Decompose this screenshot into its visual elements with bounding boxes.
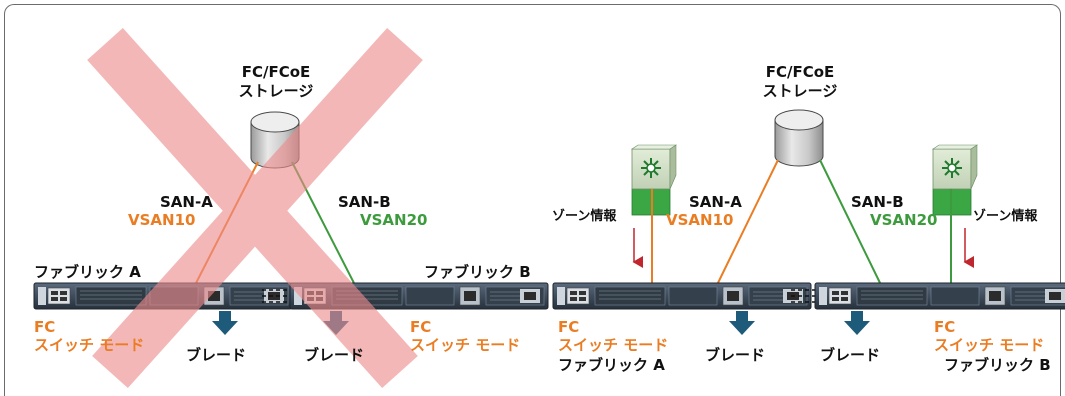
right-blade-a-arrow-icon [729,311,755,335]
left-interconnect [262,289,290,303]
right-interconnect [791,289,815,303]
left-vsan20-label: VSAN20 [360,211,428,229]
right-storage-label-line2: ストレージ [762,82,838,100]
right-mode-a-line2: スイッチ モード [558,336,669,354]
left-san-a-label: SAN-A [160,193,213,211]
left-mode-a-line1: FC [34,318,56,336]
left-blade-a-arrow-icon [212,311,238,335]
right-mode-b-line1: FC [934,318,956,336]
right-san-a-link [715,159,779,288]
left-cross-mark-icon [87,27,423,389]
right-fabric-a-label: ファブリック A [558,356,665,374]
right-storage-icon [774,109,824,167]
right-san-b-label: SAN-B [851,193,904,211]
left-mode-b-line1: FC [410,318,432,336]
left-vsan10-label: VSAN10 [128,211,196,229]
left-blade-a-label: ブレード [186,346,247,364]
right-mds-b-icon [932,144,978,216]
right-blade-a-label: ブレード [705,346,766,364]
right-vsan20-label: VSAN20 [870,211,938,229]
right-blade-b-label: ブレード [820,346,881,364]
right-diagram [552,109,1065,335]
left-mode-b-line2: スイッチ モード [410,336,521,354]
left-storage-label-line2: ストレージ [238,82,314,100]
left-fabric-a-label: ファブリック A [34,263,141,281]
right-fabric-a-switch-icon [552,282,812,310]
right-storage-label-line1: FC/FCoE [765,63,835,81]
left-san-b-label: SAN-B [338,193,391,211]
right-blade-b-arrow-icon [844,311,870,335]
right-san-a-label: SAN-A [689,193,742,211]
right-mds-a-icon [631,144,677,216]
left-storage-label-line1: FC/FCoE [241,63,311,81]
right-san-b-link [819,159,883,288]
right-vsan10-label: VSAN10 [666,211,734,229]
left-blade-b-label: ブレード [304,346,365,364]
diagram-frame [4,4,1061,396]
left-diagram [33,27,549,389]
right-fabric-b-label: ファブリック B [944,356,1051,374]
right-mode-a-line1: FC [558,318,580,336]
right-mode-b-line2: スイッチ モード [934,336,1045,354]
right-fabric-b-switch-icon [814,282,1065,310]
left-mode-a-line2: スイッチ モード [34,336,145,354]
right-zone-a-label: ゾーン情報 [552,209,617,224]
left-fabric-b-label: ファブリック B [424,263,531,281]
right-zone-b-label: ゾーン情報 [973,209,1038,224]
